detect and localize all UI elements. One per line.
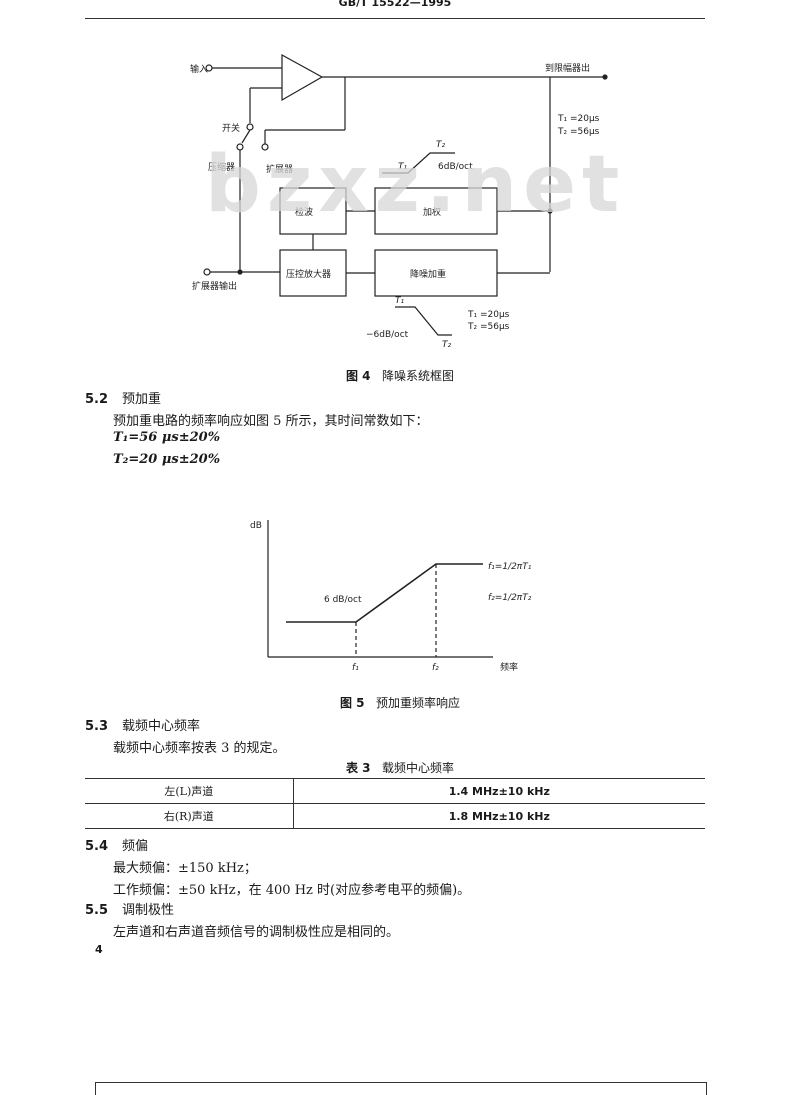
label-expander: 扩展器 — [266, 163, 293, 175]
slope-curve-bottom — [395, 306, 452, 336]
section-5-4-line-2: 工作频偏：±50 kHz，在 400 Hz 时(对应参考电平的频偏)。 — [113, 883, 471, 898]
label-rectifier: 检波 — [295, 206, 313, 218]
label-switch: 开关 — [222, 122, 240, 134]
label-weighting: 加权 — [423, 206, 441, 218]
label-expander-output: 扩展器输出 — [192, 280, 237, 292]
label-t1-top-curve: T₁ — [398, 162, 407, 172]
table-cell-channel: 右(R)声道 — [85, 803, 294, 829]
label-vca: 压控放大器 — [286, 268, 331, 280]
figure-4-caption: 图 4 降噪系统框图 — [300, 367, 500, 384]
section-5-3-text: 载频中心频率按表 3 的规定。 — [113, 741, 286, 756]
running-header: GB/T 15522—1995 — [85, 0, 705, 19]
amplifier-triangle — [281, 53, 324, 102]
switch-top-contact — [246, 123, 254, 131]
x-axis-label: 频率 — [500, 661, 518, 673]
section-5-2-text: 预加重电路的频率响应如图 5 所示，其时间常数如下： — [113, 414, 429, 429]
label-input: 输入 — [190, 63, 208, 75]
response-curve — [286, 563, 483, 623]
slope-label: 6 dB/oct — [324, 595, 362, 605]
table-row: 右(R)声道 1.8 MHz±10 kHz — [85, 803, 705, 829]
label-t2-top: T₂ =56μs — [557, 127, 600, 137]
figure-5-number: 图 5 — [340, 696, 365, 710]
table-cell-channel: 左(L)声道 — [85, 778, 294, 804]
label-t1-top: T₁ =20μs — [557, 114, 600, 124]
section-5-4-line-1: 最大频偏：±150 kHz； — [113, 861, 257, 876]
figure-5-frequency-response: dB 频率 6 dB/oct f₁ f₂ f₁=1/2πT₁ f₂=1/2πT₂ — [250, 520, 532, 673]
label-limiter-output: 到限幅器出 — [545, 62, 590, 74]
table-3-caption: 表 3 载频中心频率 — [300, 759, 500, 776]
table-3: 左(L)声道 1.4 MHz±10 kHz 右(R)声道 1.8 MHz±10 … — [85, 778, 705, 829]
figure-5-title: 预加重频率响应 — [375, 696, 460, 710]
f1-tick-label: f₁ — [352, 663, 359, 673]
formula-t2: T₂=20 μs±20% — [113, 452, 221, 467]
slope-curve-top — [382, 152, 455, 174]
section-5-5-text: 左声道和右声道音频信号的调制极性应是相同的。 — [113, 925, 400, 940]
formula-t1: T₁=56 μs±20% — [113, 430, 221, 445]
label-t1-bottom-curve: T₁ — [395, 296, 404, 306]
legend-f1: f₁=1/2πT₁ — [488, 562, 532, 572]
page-number: 4 — [95, 943, 103, 956]
label-slope-top: 6dB/oct — [438, 162, 473, 172]
figure-4-title: 降噪系统框图 — [381, 369, 454, 383]
label-t2-bottom: T₂ =56μs — [467, 322, 510, 332]
table-cell-value: 1.4 MHz±10 kHz — [292, 778, 705, 804]
figure-4-block-diagram: 输入 开关 压缩器 扩展器 到限幅器出 T₁ =20μs T₂ =56μs T₂… — [190, 53, 608, 350]
table-3-number: 表 3 — [346, 761, 371, 775]
label-deemphasis: 降噪加重 — [410, 268, 446, 280]
watermark: bzxz.net — [205, 140, 626, 230]
expander-output-terminal — [203, 268, 211, 276]
footer-box — [95, 1082, 707, 1095]
label-slope-bottom: −6dB/oct — [366, 330, 409, 340]
label-t2-top-curve: T₂ — [436, 140, 445, 150]
standard-code: GB/T 15522—1995 — [338, 0, 452, 9]
legend-f2: f₂=1/2πT₂ — [488, 593, 532, 603]
figure-5-caption: 图 5 预加重频率响应 — [300, 694, 500, 711]
f2-tick-label: f₂ — [432, 663, 439, 673]
y-axis-label: dB — [250, 521, 262, 531]
label-t2-bottom-curve: T₂ — [442, 340, 451, 350]
table-cell-value: 1.8 MHz±10 kHz — [292, 803, 705, 829]
table-row: 左(L)声道 1.4 MHz±10 kHz — [85, 778, 705, 804]
table-3-title: 载频中心频率 — [381, 761, 454, 775]
figure-4-number: 图 4 — [346, 369, 371, 383]
label-t1-bottom: T₁ =20μs — [467, 310, 510, 320]
label-compressor: 压缩器 — [208, 161, 235, 173]
